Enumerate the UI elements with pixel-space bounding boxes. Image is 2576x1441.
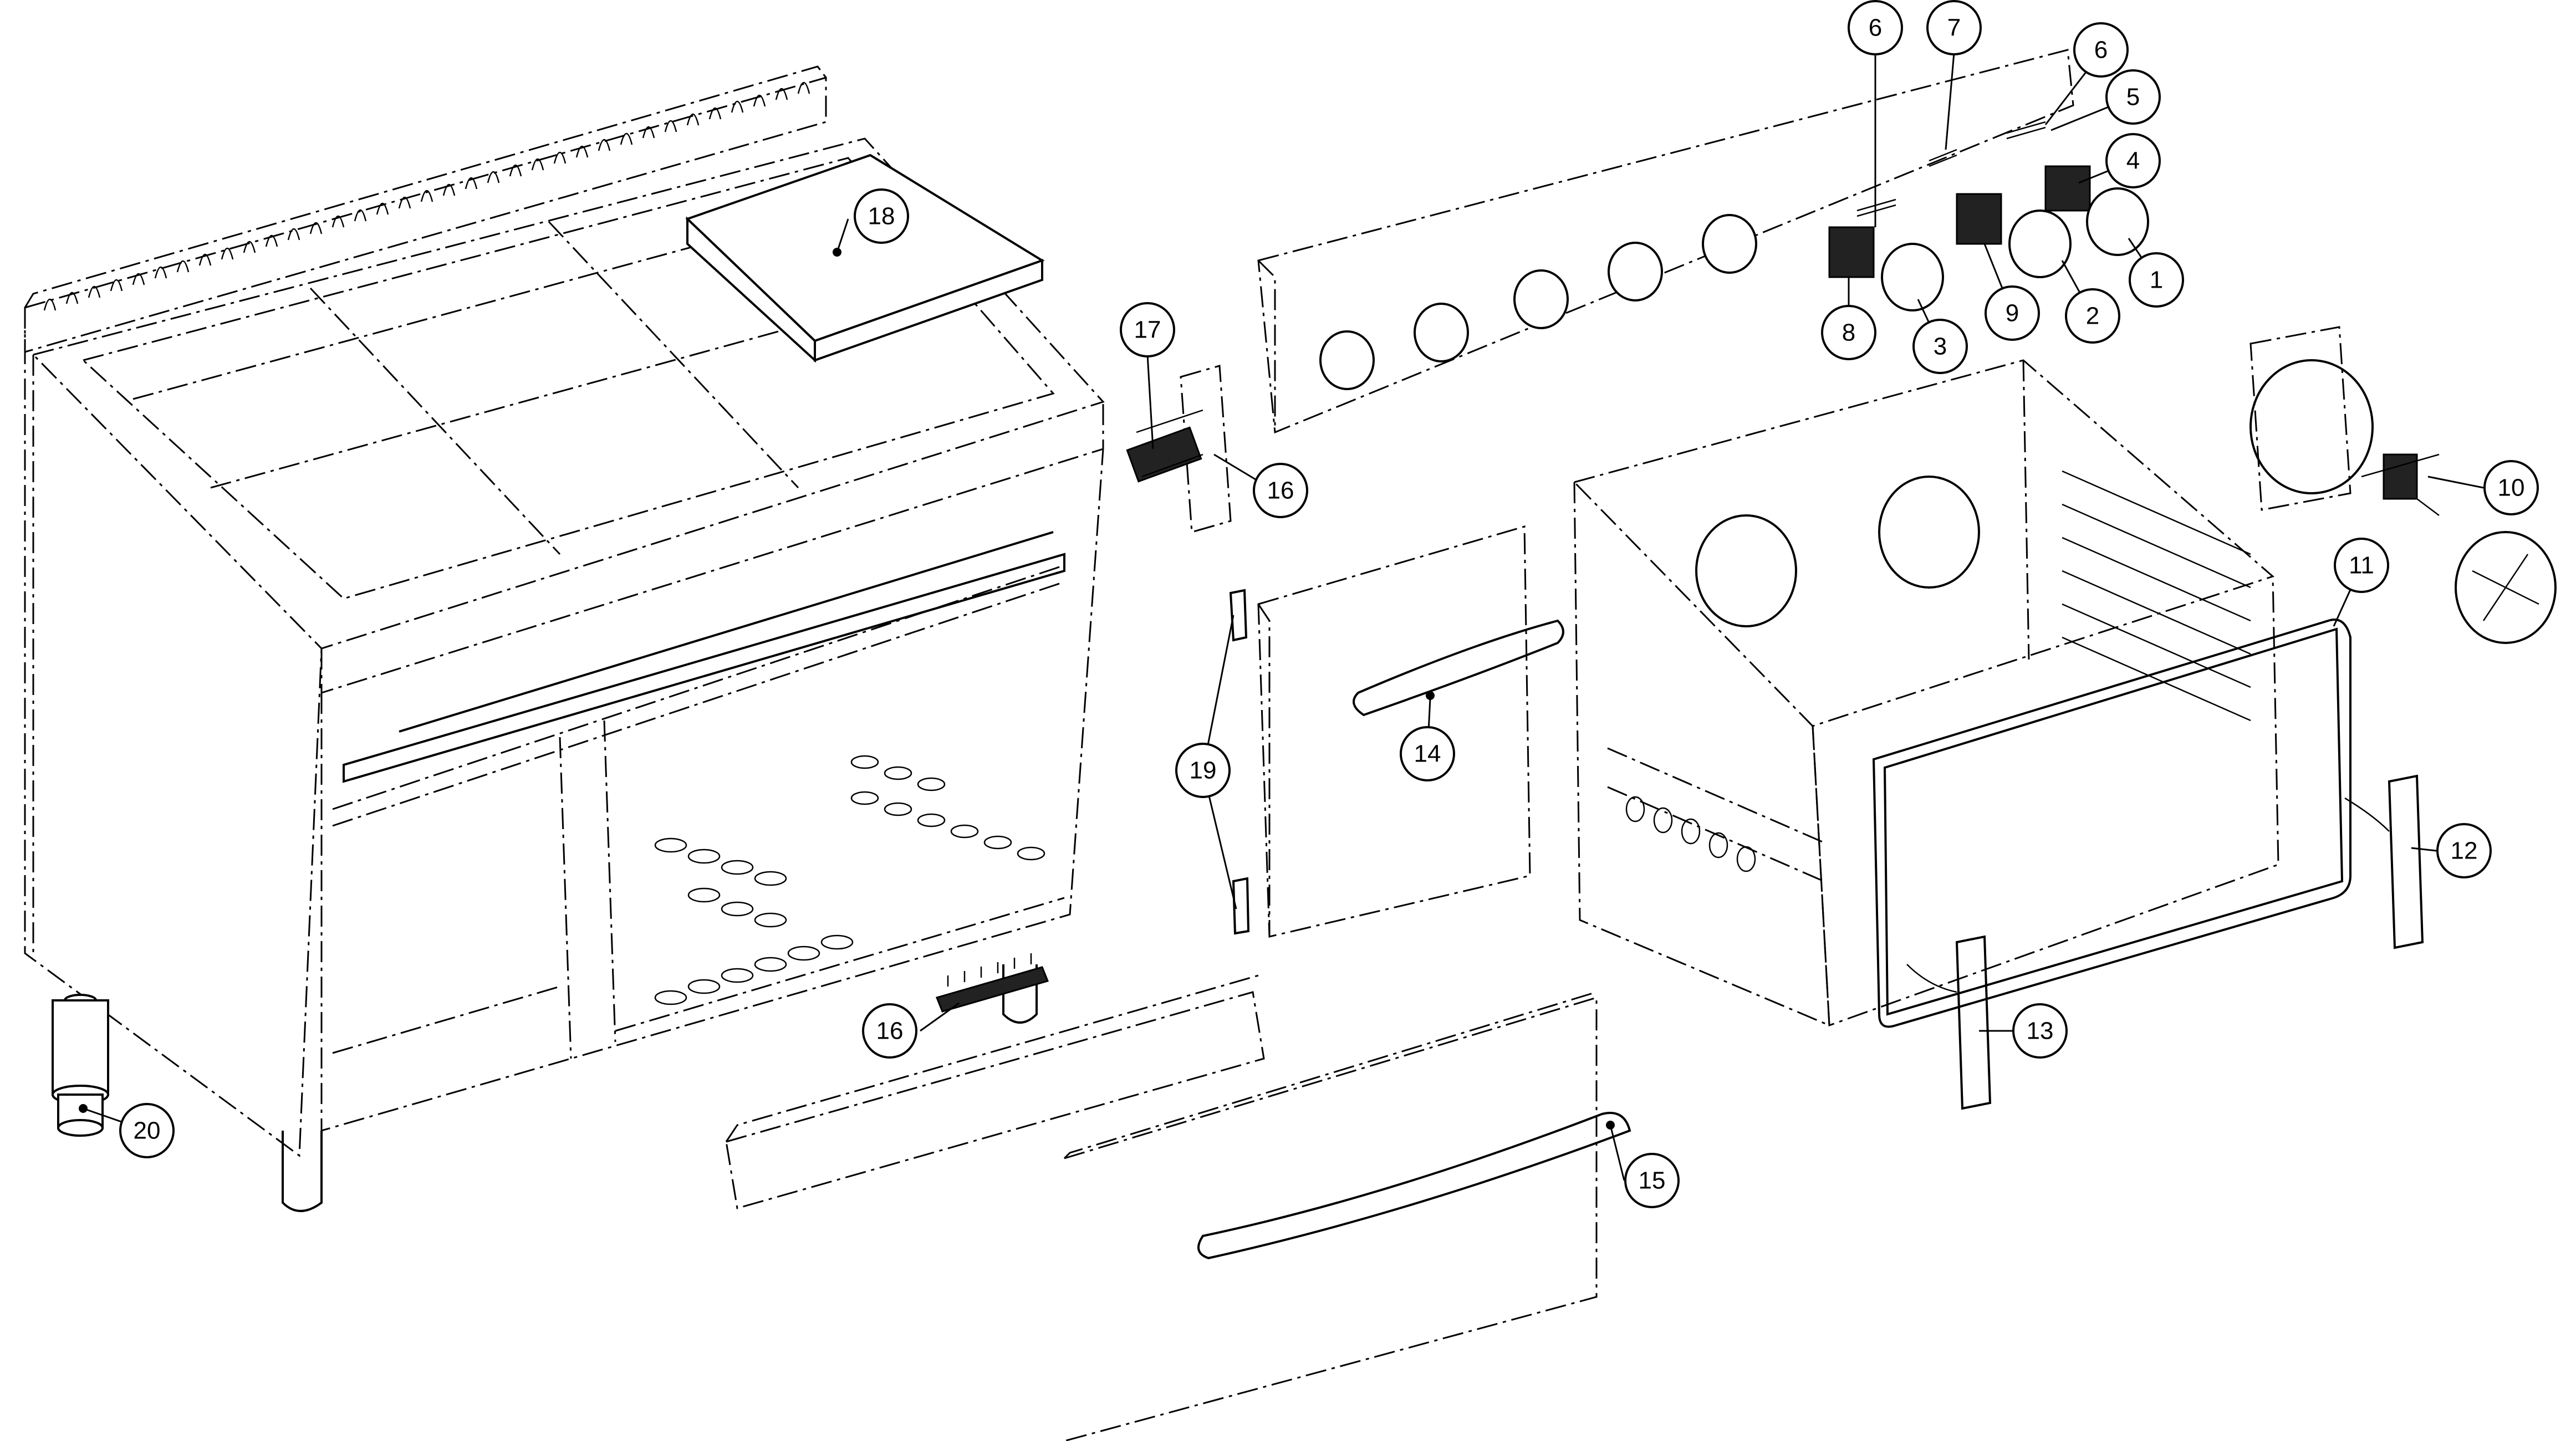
fan-grill-right (1878, 476, 1980, 589)
part-19-hinges (1229, 589, 1250, 935)
callout-20: 20 (119, 1103, 175, 1158)
callout-17: 17 (1120, 302, 1175, 357)
callout-1: 1 (2129, 252, 2184, 308)
part-11-door-seal (1872, 619, 2351, 1028)
callout-2: 2 (2065, 288, 2120, 344)
part-1-knob (2086, 187, 2149, 256)
fan-plate (2249, 359, 2374, 494)
part-13-hinge (1906, 935, 1992, 1110)
callout-7: 7 (1926, 0, 1982, 55)
svg-text:5: 5 (2126, 84, 2140, 111)
svg-text:17: 17 (1134, 316, 1161, 344)
range-feet (282, 964, 1038, 1212)
svg-text:3: 3 (1934, 333, 1947, 360)
fan-grill-left (1695, 514, 1797, 627)
svg-text:16: 16 (876, 1018, 904, 1045)
part-18-block (685, 154, 1045, 363)
part-2-knob (2008, 209, 2072, 278)
svg-text:16: 16 (1267, 477, 1294, 504)
part-15-drawer-door (1063, 991, 1631, 1441)
callout-19: 19 (1175, 743, 1231, 798)
svg-text:6: 6 (1869, 14, 1882, 42)
backsplash-vents (43, 81, 810, 311)
svg-text:1: 1 (2150, 267, 2163, 294)
callout-10: 10 (2483, 460, 2539, 515)
part-6-spring-a (1856, 198, 1896, 217)
part-8-switch (1828, 226, 1875, 278)
oven-cavity (1573, 359, 2279, 1027)
drawer-handle-15 (1197, 1112, 1631, 1260)
control-panel (1257, 49, 2149, 434)
callout-14: 14 (1400, 726, 1455, 781)
svg-text:6: 6 (2094, 37, 2108, 64)
fan-blade (2455, 531, 2557, 644)
control-knobs (1319, 214, 1757, 390)
svg-text:20: 20 (134, 1117, 161, 1144)
callouts: 1 2 3 4 5 6 6 7 8 9 10 11 12 13 14 15 16… (119, 0, 2539, 1208)
svg-text:14: 14 (1414, 740, 1441, 768)
callout-15: 15 (1624, 1153, 1680, 1208)
callout-6-left: 6 (1848, 0, 1903, 55)
part-9-switch (1956, 193, 2002, 245)
door-handle-14 (1353, 619, 1564, 717)
callout-18: 18 (854, 188, 909, 244)
part-12-hinge (2344, 774, 2424, 949)
part-6-spring-b (2006, 121, 2046, 140)
svg-text:10: 10 (2498, 474, 2525, 502)
part-20-foot (52, 994, 109, 1137)
part-17-terminal-block (1126, 365, 1232, 533)
callout-4: 4 (2105, 133, 2161, 188)
part-7-spring (1929, 149, 1957, 167)
svg-text:4: 4 (2126, 147, 2140, 175)
callout-16-top: 16 (1253, 463, 1308, 518)
part-14-door (1257, 525, 1564, 938)
part-4-switch (2044, 165, 2091, 212)
kick-panel (725, 974, 1265, 1209)
callout-8: 8 (1821, 305, 1876, 360)
callout-3: 3 (1912, 319, 1968, 374)
svg-text:2: 2 (2086, 303, 2099, 330)
callout-13: 13 (2012, 1003, 2068, 1059)
callout-16-bottom: 16 (862, 1003, 917, 1059)
callout-11: 11 (2334, 538, 2389, 593)
svg-text:18: 18 (868, 203, 895, 230)
part-3-knob (1881, 243, 1944, 311)
callout-12: 12 (2436, 823, 2492, 878)
part-10-fan-assembly (2249, 326, 2557, 644)
part-16-terminal-strip (935, 953, 1049, 1013)
svg-text:11: 11 (2349, 552, 2374, 579)
callout-5: 5 (2105, 69, 2161, 125)
svg-text:19: 19 (1190, 757, 1217, 784)
svg-text:12: 12 (2451, 837, 2478, 865)
svg-text:15: 15 (1639, 1167, 1666, 1194)
svg-text:7: 7 (1947, 14, 1961, 42)
callout-9: 9 (1985, 285, 2040, 341)
fan-motor (2383, 453, 2418, 500)
svg-text:8: 8 (1842, 319, 1855, 346)
range-body (24, 65, 1105, 1212)
svg-text:13: 13 (2027, 1018, 2054, 1045)
floor-holes (654, 755, 1045, 1005)
svg-text:9: 9 (2006, 300, 2019, 327)
callout-6-right: 6 (2073, 22, 2129, 78)
